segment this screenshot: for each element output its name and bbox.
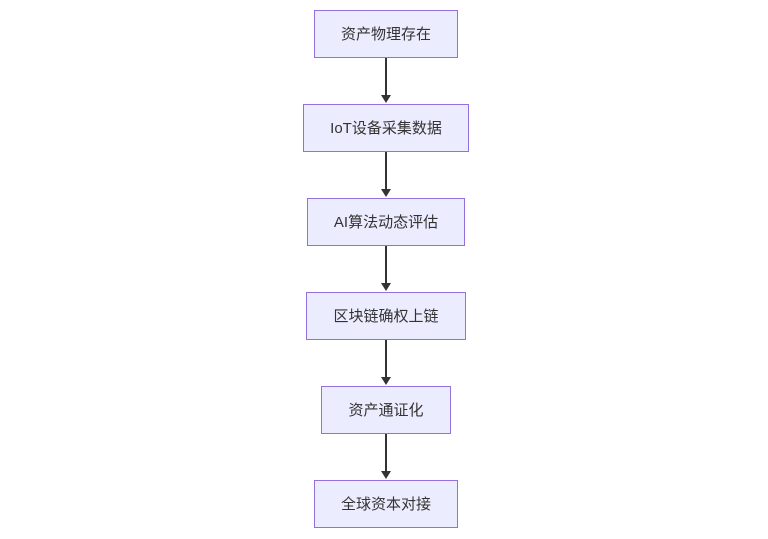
node-label: 资产物理存在 [340, 25, 431, 43]
flow-edge-e-f [380, 434, 392, 480]
flow-edge-a-b [380, 58, 392, 104]
node-label: IoT设备采集数据 [330, 119, 442, 137]
arrowhead-down-icon [381, 471, 391, 479]
node-label: 资产通证化 [348, 401, 424, 419]
edge-line [385, 434, 387, 472]
edge-line [385, 58, 387, 96]
node-asset-physical-existence: 资产物理存在 [313, 10, 458, 58]
flow-edge-c-d [380, 246, 392, 292]
edge-line [385, 246, 387, 284]
node-label: 区块链确权上链 [333, 307, 439, 325]
node-iot-data-collection: IoT设备采集数据 [303, 104, 469, 152]
arrowhead-down-icon [381, 95, 391, 103]
node-ai-dynamic-valuation: AI算法动态评估 [306, 198, 466, 246]
arrowhead-down-icon [381, 283, 391, 291]
flow-edge-d-e [380, 340, 392, 386]
node-asset-tokenization: 资产通证化 [321, 386, 451, 434]
flow-edge-b-c [380, 152, 392, 198]
arrowhead-down-icon [381, 189, 391, 197]
node-blockchain-confirmation-onchain: 区块链确权上链 [306, 292, 466, 340]
arrowhead-down-icon [381, 377, 391, 385]
node-label: 全球资本对接 [340, 495, 431, 513]
node-label: AI算法动态评估 [333, 213, 439, 231]
edge-line [385, 152, 387, 190]
edge-line [385, 340, 387, 378]
node-global-capital-connection: 全球资本对接 [313, 480, 458, 528]
flowchart: 资产物理存在 IoT设备采集数据 AI算法动态评估 区块链确权上链 [2, 10, 768, 528]
